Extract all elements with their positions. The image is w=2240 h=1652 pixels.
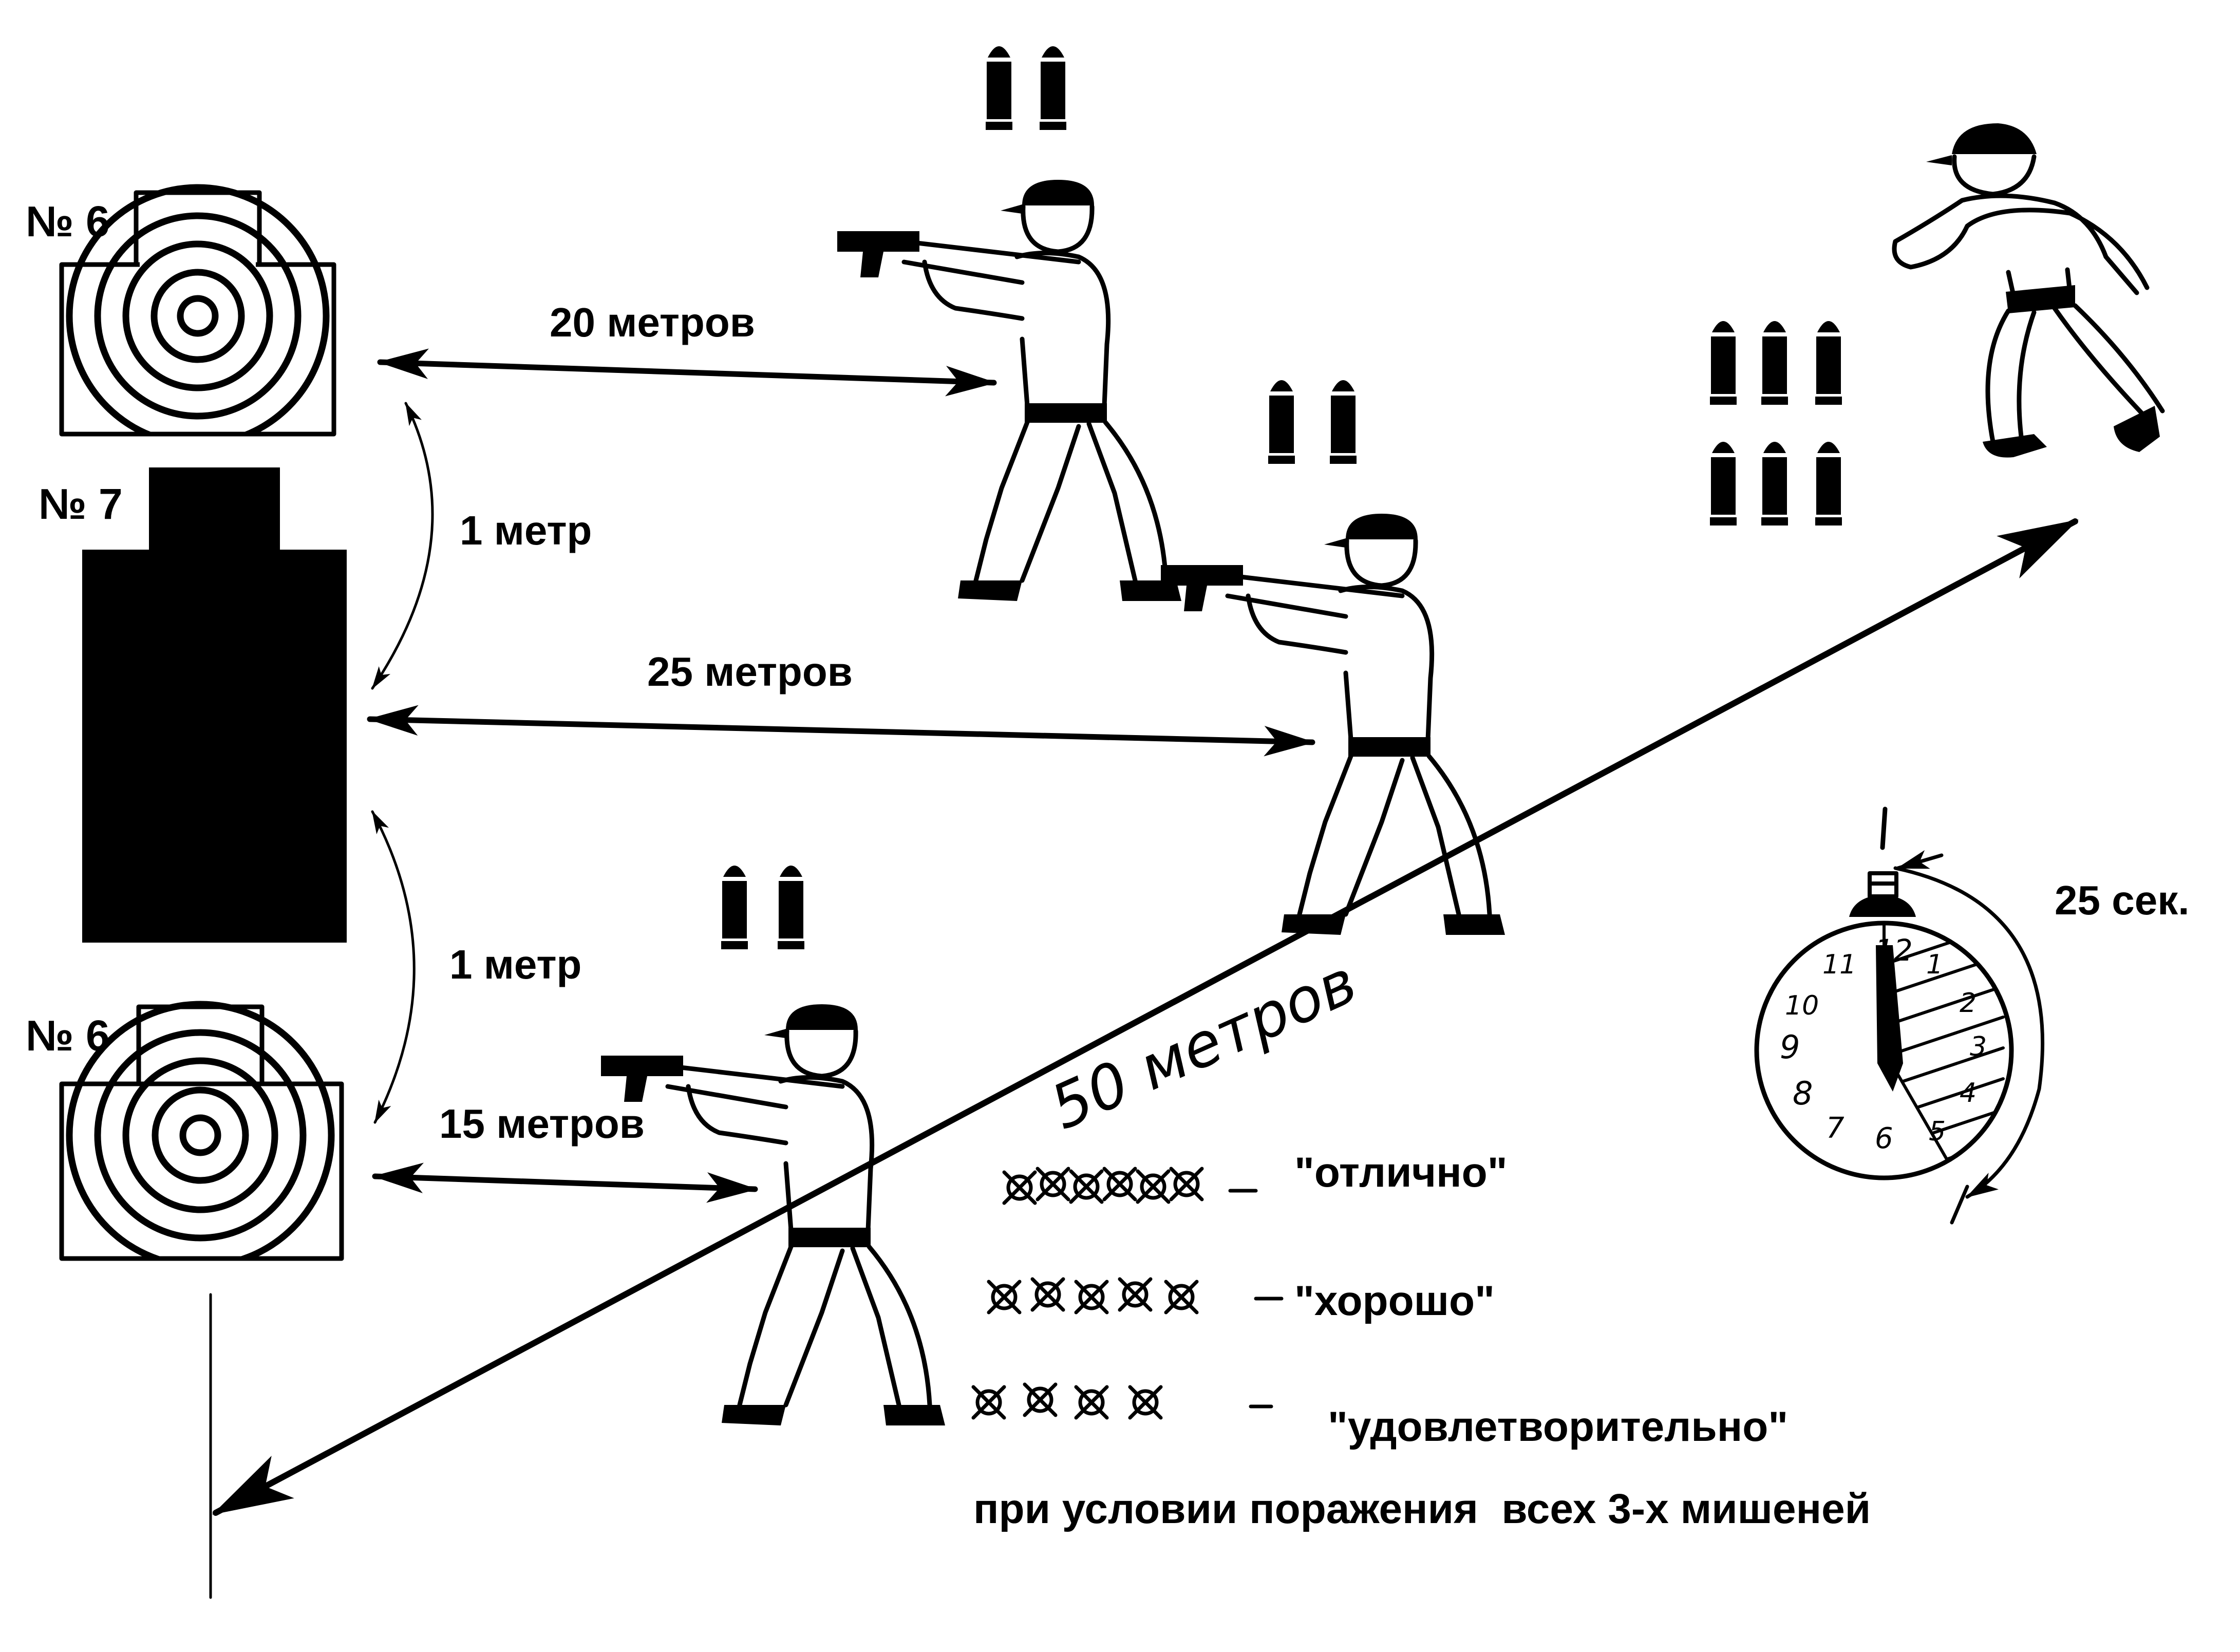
cartridge-icon (721, 866, 748, 949)
dial-6: 6 (1875, 1122, 1893, 1155)
crossed-circle-hit-icon (1130, 1387, 1161, 1418)
crossed-circle-hit-icon (989, 1282, 1020, 1312)
dial-7: 7 (1826, 1112, 1844, 1145)
cartridge-icon (1330, 380, 1357, 464)
dial-5: 5 (1929, 1116, 1946, 1147)
running-man-icon (1892, 123, 2165, 458)
distance-20m-label: 20 метров (550, 299, 755, 345)
gap-lower-label: 1 метр (449, 942, 581, 987)
time-limit: 25 сек. (1893, 850, 2189, 1225)
gap-upper: 1 метр (371, 402, 592, 690)
shooter-20m (837, 180, 1181, 601)
distance-15m-label: 15 метров (439, 1101, 645, 1147)
target-7: № 7 (39, 467, 347, 943)
target-label-bottom: № 6 (26, 1011, 110, 1060)
cartridge-icon (1815, 442, 1842, 525)
concentric-ring-target-icon (57, 184, 344, 480)
grade-satisfactory: "удовлетворительно" (973, 1384, 1788, 1450)
cartridge-icon (1761, 321, 1788, 405)
time-limit-label: 25 сек. (2055, 877, 2189, 923)
concentric-ring-target-icon (58, 1001, 345, 1305)
dial-2: 2 (1960, 988, 1977, 1019)
crossed-circle-hit-icon (1076, 1387, 1107, 1418)
cartridge-icon (1761, 442, 1788, 525)
grade-good-label: "хорошо" (1294, 1278, 1495, 1324)
crossed-circle-hit-icon (1071, 1171, 1102, 1202)
target-6-bottom: № 6 (26, 1001, 345, 1305)
shooter-aiming-pistol-icon (837, 180, 1181, 601)
shooter-25m (1161, 514, 1505, 935)
grade-satisfactory-label: "удовлетворительно" (1328, 1403, 1788, 1450)
target-6-top: № 6 (26, 184, 344, 480)
cartridge-icon (1815, 321, 1842, 405)
dial-10: 10 (1785, 990, 1819, 1021)
dial-9: 9 (1780, 1028, 1800, 1066)
cartridge-icon (1710, 321, 1737, 405)
hit-marks-5 (989, 1279, 1197, 1312)
cartridge-icon (1710, 442, 1737, 525)
grade-excellent-label: "отлично" (1294, 1149, 1508, 1196)
crossed-circle-hit-icon (1166, 1282, 1197, 1312)
dial-4: 4 (1960, 1078, 1977, 1109)
condition-note: при условии поражения всех 3-х мишеней (973, 1486, 1871, 1532)
ammo-15m (721, 866, 804, 949)
hit-marks-4 (973, 1384, 1161, 1418)
distance-25m: 25 метров (367, 649, 1315, 757)
crossed-circle-hit-icon (1171, 1169, 1202, 1199)
cartridge-icon (1040, 46, 1066, 130)
target-label-middle: № 7 (39, 480, 123, 528)
target-label-top: № 6 (26, 197, 110, 246)
grade-excellent: "отлично" (1004, 1149, 1508, 1203)
hit-marks-6 (1004, 1169, 1202, 1203)
ammo-25m (1268, 380, 1357, 464)
gap-lower: 1 метр (371, 810, 581, 1124)
distance-20m: 20 метров (377, 299, 997, 397)
cartridge-icon (986, 46, 1012, 130)
crossed-circle-hit-icon (1025, 1384, 1056, 1415)
gap-upper-label: 1 метр (460, 508, 592, 553)
crossed-circle-hit-icon (1004, 1172, 1035, 1203)
dial-1: 1 (1926, 949, 1943, 980)
crossed-circle-hit-icon (1120, 1279, 1151, 1310)
crossed-circle-hit-icon (973, 1387, 1004, 1418)
shooter-aiming-pistol-icon (1161, 514, 1505, 935)
crossed-circle-hit-icon (1038, 1169, 1068, 1199)
silhouette-target-icon (82, 467, 347, 943)
dial-8: 8 (1793, 1075, 1813, 1112)
crossed-circle-hit-icon (1138, 1171, 1169, 1202)
grade-good: "хорошо" (989, 1278, 1495, 1324)
dial-3: 3 (1970, 1031, 1987, 1062)
dial-11: 11 (1822, 949, 1856, 980)
cartridge-icon (778, 866, 804, 949)
crossed-circle-hit-icon (1032, 1279, 1063, 1310)
crossed-circle-hit-icon (1104, 1169, 1135, 1199)
cartridge-icon (1268, 380, 1295, 464)
ammo-run (1710, 321, 1842, 525)
crossed-circle-hit-icon (1076, 1282, 1107, 1312)
distance-25m-label: 25 метров (647, 649, 853, 694)
stopwatch-icon: 12 1 2 3 4 5 6 7 8 9 10 11 (1754, 806, 2014, 1180)
ammo-20m (986, 46, 1066, 130)
dial-12: 12 (1875, 933, 1913, 968)
